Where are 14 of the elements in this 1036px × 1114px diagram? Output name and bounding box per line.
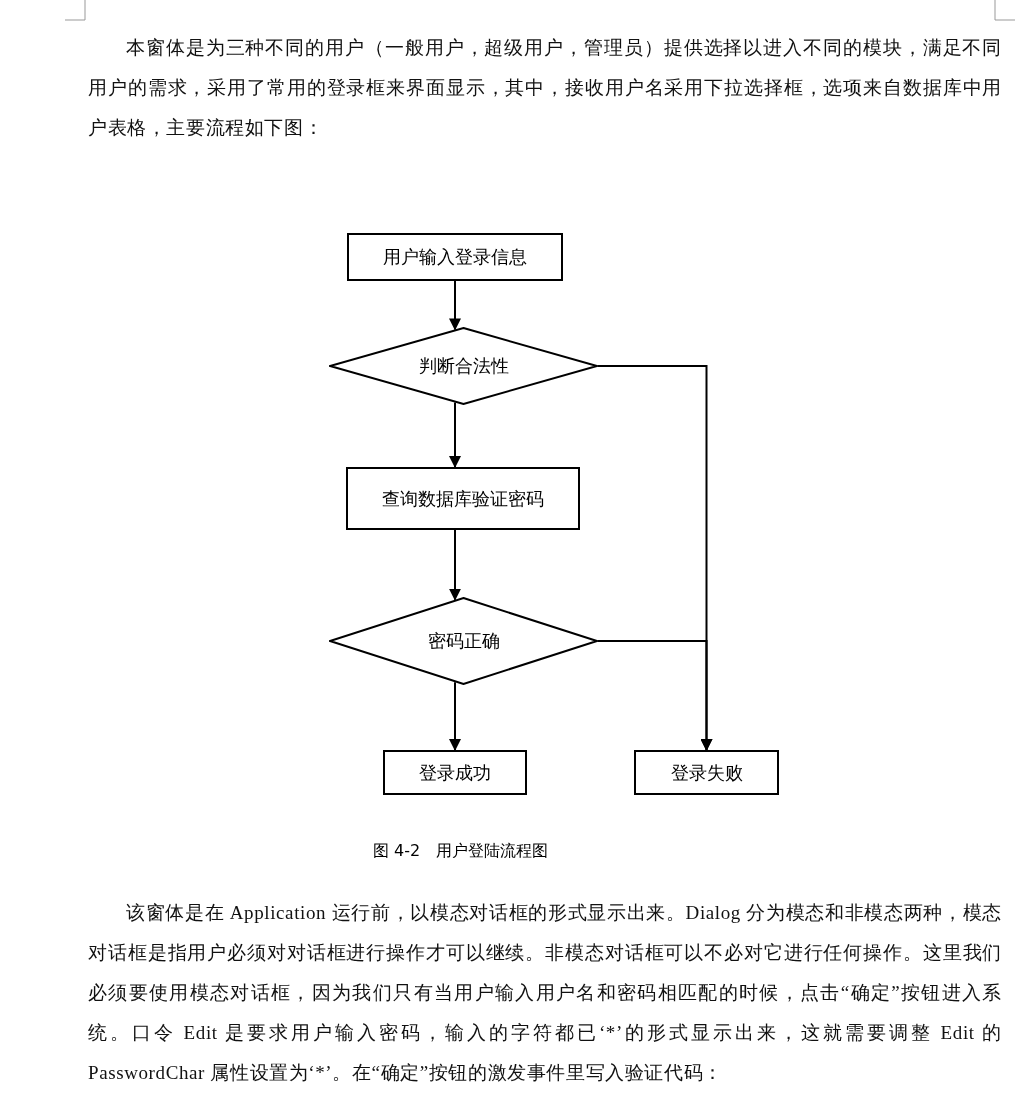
process-box: 登录成功 <box>383 750 527 795</box>
paragraph: 本窗体是为三种不同的用户（一般用户，超级用户，管理员）提供选择以进入不同的模块，满足不同用户的需求，采用了常用的登录框来界面显示，其中，接收用户名采用下拉选择框，选项来自数据库中用户表格，主要流程如下图： <box>88 36 1002 140</box>
arrow <box>449 280 461 331</box>
figure-caption: 图 4-2 用户登陆流程图 <box>373 841 549 862</box>
process-box: 用户输入登录信息 <box>347 233 563 281</box>
node-label: 密码正确 <box>427 630 500 653</box>
arrow <box>449 681 461 751</box>
node-label: 判断合法性 <box>418 355 509 378</box>
paragraph: 该窗体是在 Application 运行前，以模态对话框的形式显示出来。Dialog 分为模态和非模态两种，模态对话框是指用户必须对对话框进行操作才可以继续。非模态对话框可以不必对它进行任何操作。这里我们必须要使用模态对话框，因为我们只有当用户输入用户名和密码相匹配的时候，点击“确定”按钮进入系统。口令 Edit 是要求用户输入密码，输入的字符都已‘*’的形式显示出来，这就需要调整 Edit 的 PasswordChar 属性设置为‘*’。在“确定”按钮的激发事件里写入验证代码： <box>88 901 1002 1085</box>
arrow <box>449 401 461 468</box>
arrow <box>449 529 461 601</box>
process-box: 登录失败 <box>634 750 779 795</box>
arrow <box>597 640 713 751</box>
process-box: 查询数据库验证密码 <box>346 467 580 530</box>
